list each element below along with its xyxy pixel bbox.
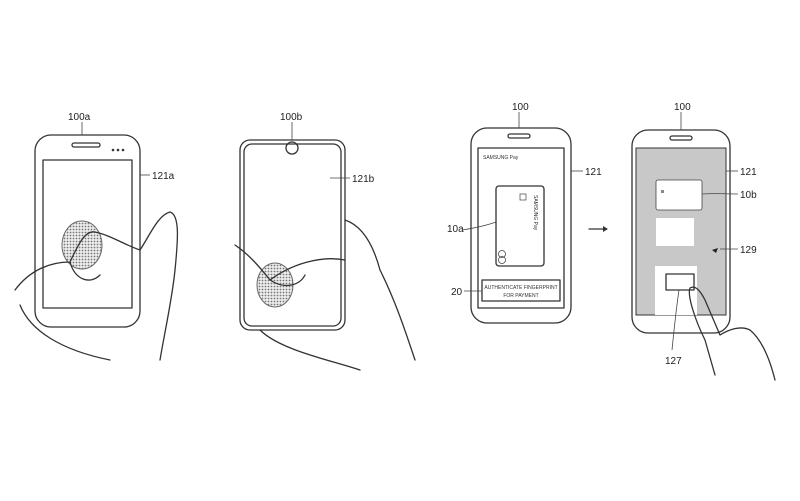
figure-phone-100a: 100a 121a bbox=[14, 112, 179, 361]
label-100: 100 bbox=[674, 102, 691, 113]
card-chip-icon bbox=[661, 190, 664, 193]
payment-card bbox=[495, 185, 545, 267]
hand-illustration bbox=[234, 219, 416, 371]
card-shadow-area bbox=[656, 218, 694, 246]
label-10a: 10a bbox=[447, 224, 464, 235]
card-chip-icon bbox=[519, 193, 527, 201]
phone-body bbox=[470, 127, 572, 324]
figure-phone-100b: 100b 121b bbox=[234, 112, 416, 371]
label-100a: 100a bbox=[68, 112, 91, 123]
phone-body bbox=[239, 139, 346, 331]
sensor-dots-icon bbox=[111, 148, 125, 152]
label-121: 121 bbox=[585, 167, 602, 178]
label-100: 100 bbox=[512, 102, 529, 113]
speaker-icon bbox=[507, 133, 531, 139]
label-20: 20 bbox=[451, 287, 463, 298]
camera-notch-icon bbox=[285, 141, 299, 155]
hand-illustration bbox=[14, 211, 179, 361]
authenticate-fingerprint-prompt[interactable] bbox=[481, 279, 561, 302]
label-121a: 121a bbox=[152, 171, 175, 182]
label-100b: 100b bbox=[280, 112, 303, 123]
transition-arrow-icon bbox=[588, 226, 608, 232]
payment-card bbox=[655, 179, 703, 211]
label-121b: 121b bbox=[352, 174, 375, 185]
figure-phone-100-payment: SAMSUNG Pay SAMSUNG Pay AUTHENTICATE FIN… bbox=[447, 102, 602, 324]
card-brand-text: SAMSUNG Pay bbox=[532, 195, 538, 231]
prompt-line-2: FOR PAYMENT bbox=[503, 293, 538, 299]
fingerprint-sensor-box[interactable] bbox=[665, 273, 695, 291]
phone-screen bbox=[42, 159, 133, 309]
phone-screen bbox=[243, 143, 342, 327]
finger-illustration bbox=[688, 286, 776, 381]
label-129: 129 bbox=[740, 245, 757, 256]
phone-body bbox=[34, 134, 141, 328]
prompt-line-1: AUTHENTICATE FINGERPRINT bbox=[484, 285, 557, 291]
overlay-pointer-icon bbox=[712, 248, 718, 253]
card-logo-icon bbox=[498, 250, 506, 264]
figure-phone-100-overlay: 100 121 10b 129 127 bbox=[631, 102, 776, 381]
phone-screen bbox=[477, 147, 565, 309]
app-title: SAMSUNG Pay bbox=[483, 155, 519, 161]
label-10b: 10b bbox=[740, 190, 757, 201]
speaker-icon bbox=[71, 142, 101, 148]
label-121: 121 bbox=[740, 167, 757, 178]
speaker-icon bbox=[669, 135, 693, 141]
label-127: 127 bbox=[665, 356, 682, 367]
